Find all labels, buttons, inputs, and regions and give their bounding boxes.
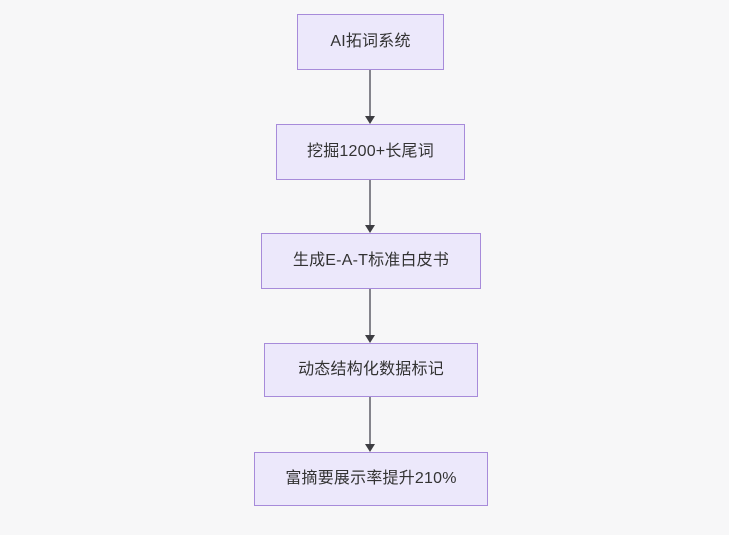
edge-line <box>369 70 371 117</box>
flowchart-node-n1[interactable]: AI拓词系统 <box>297 14 444 70</box>
flowchart-node-label: 挖掘1200+长尾词 <box>307 143 434 161</box>
flowchart-node-label: 富摘要展示率提升210% <box>285 470 457 488</box>
flowchart-node-n2[interactable]: 挖掘1200+长尾词 <box>276 124 465 180</box>
flowchart-edge-e1 <box>358 70 382 124</box>
edge-line <box>369 289 371 336</box>
flowchart-edge-e2 <box>358 180 382 233</box>
edge-arrowhead-icon <box>365 335 375 343</box>
flowchart-edge-e4 <box>358 397 382 452</box>
edge-arrowhead-icon <box>365 116 375 124</box>
edge-arrowhead-icon <box>365 225 375 233</box>
flowchart-node-n5[interactable]: 富摘要展示率提升210% <box>254 452 488 506</box>
edge-line <box>369 180 371 226</box>
edge-arrowhead-icon <box>365 444 375 452</box>
edge-line <box>369 397 371 445</box>
flowchart-node-label: AI拓词系统 <box>330 33 411 51</box>
flowchart-node-label: 动态结构化数据标记 <box>298 361 444 379</box>
flowchart-node-n3[interactable]: 生成E-A-T标准白皮书 <box>261 233 481 289</box>
flowchart-node-label: 生成E-A-T标准白皮书 <box>292 252 450 270</box>
flowchart-node-n4[interactable]: 动态结构化数据标记 <box>264 343 478 397</box>
flowchart-edge-e3 <box>358 289 382 343</box>
